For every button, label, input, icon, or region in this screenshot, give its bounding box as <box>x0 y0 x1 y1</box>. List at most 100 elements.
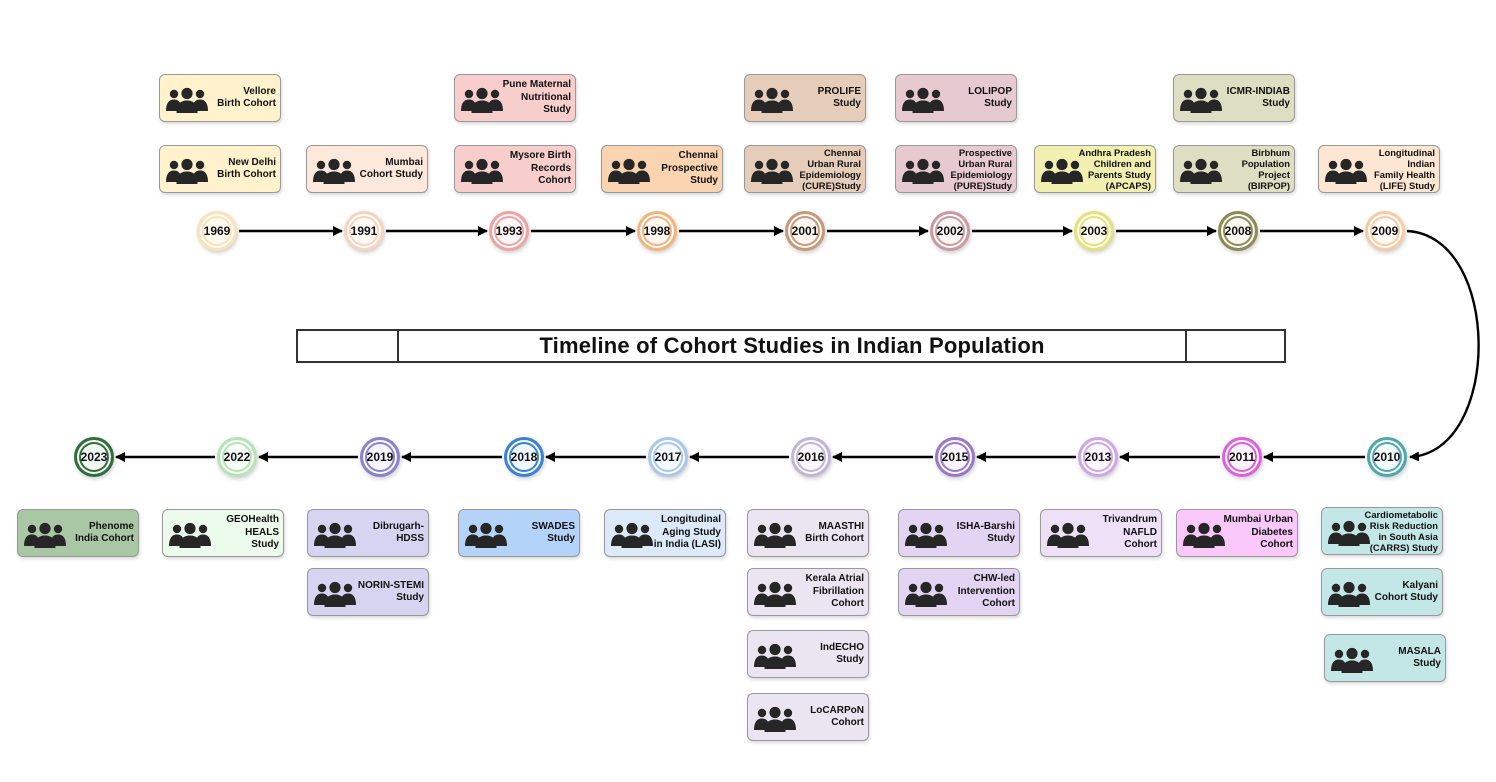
year-label: 1998 <box>643 224 671 238</box>
people-group-icon <box>754 581 796 607</box>
year-node-2023: 2023 <box>74 437 114 477</box>
study-label: ISHA-Barshi Study <box>956 520 1015 545</box>
people-group-icon <box>169 522 211 548</box>
people-group-icon <box>314 581 356 607</box>
people-group-icon <box>24 522 66 548</box>
people-group-icon <box>314 522 356 548</box>
people-group-icon <box>166 87 208 113</box>
people-group-icon <box>905 522 947 548</box>
year-node-1969: 1969 <box>197 211 237 251</box>
title-box: Timeline of Cohort Studies in Indian Pop… <box>296 329 1286 363</box>
year-node-2016: 2016 <box>791 437 831 477</box>
study-label: Chennai Prospective Study <box>661 150 718 187</box>
year-node-2003: 2003 <box>1074 211 1114 251</box>
title-box-left-cell <box>298 331 399 361</box>
year-label: 1993 <box>495 224 523 238</box>
study-card: Cardiometabolic Risk Reduction in South … <box>1321 507 1443 555</box>
year-label: 2010 <box>1373 450 1401 464</box>
study-label: Kerala Atrial Fibrillation Cohort <box>805 573 864 610</box>
year-label: 2016 <box>797 450 825 464</box>
people-group-icon <box>1180 87 1222 113</box>
year-label: 2011 <box>1228 450 1256 464</box>
study-label: LOLIPOP Study <box>968 85 1012 110</box>
year-label: 2002 <box>936 224 964 238</box>
people-group-icon <box>751 87 793 113</box>
people-group-icon <box>754 706 796 732</box>
study-card: Mumbai Cohort Study <box>306 145 428 193</box>
people-group-icon <box>166 158 208 184</box>
people-group-icon <box>314 581 356 607</box>
year-node-1991: 1991 <box>344 211 384 251</box>
people-group-icon <box>608 158 650 184</box>
study-label: Mumbai Urban Diabetes Cohort <box>1223 514 1293 551</box>
people-group-icon <box>754 643 796 669</box>
study-card: Longitudinal Aging Study in India (LASI) <box>604 509 726 557</box>
people-group-icon <box>1180 158 1222 184</box>
year-label: 1969 <box>203 224 231 238</box>
people-group-icon <box>166 158 208 184</box>
study-label: Mysore Birth Records Cohort <box>509 150 571 187</box>
study-card: Chennai Urban Rural Epidemiology (CURE)S… <box>744 145 866 193</box>
study-card: SWADES Study <box>458 509 580 557</box>
study-card: MAASTHI Birth Cohort <box>747 509 869 557</box>
people-group-icon <box>313 158 355 184</box>
study-card: NORIN-STEMI Study <box>307 568 429 616</box>
study-card: Prospective Urban Rural Epidemiology (PU… <box>895 145 1017 193</box>
year-node-2022: 2022 <box>217 437 257 477</box>
people-group-icon <box>1328 581 1370 607</box>
study-card: Dibrugarh- HDSS <box>307 509 429 557</box>
study-label: Vellore Birth Cohort <box>217 85 276 110</box>
people-group-icon <box>754 522 796 548</box>
people-group-icon <box>461 158 503 184</box>
study-label: MASALA Study <box>1398 645 1441 670</box>
study-card: LoCARPoN Cohort <box>747 693 869 741</box>
people-group-icon <box>1041 158 1083 184</box>
people-group-icon <box>461 87 503 113</box>
people-group-icon <box>166 87 208 113</box>
study-label: Longitudinal Aging Study in India (LASI) <box>653 514 721 551</box>
study-card: Vellore Birth Cohort <box>159 74 281 122</box>
people-group-icon <box>754 581 796 607</box>
year-label: 2001 <box>791 224 819 238</box>
people-group-icon <box>902 158 944 184</box>
study-card: Kalyani Cohort Study <box>1321 568 1443 616</box>
study-label: Andhra Pradesh Children and Parents Stud… <box>1078 146 1151 192</box>
year-node-2019: 2019 <box>360 437 400 477</box>
people-group-icon <box>754 522 796 548</box>
study-label: LoCARPoN Cohort <box>810 704 864 729</box>
study-card: Chennai Prospective Study <box>601 145 723 193</box>
study-card: Trivandrum NAFLD Cohort <box>1040 509 1162 557</box>
year-label: 2023 <box>80 450 108 464</box>
study-label: IndECHO Study <box>820 641 864 666</box>
title-box-right-cell <box>1185 331 1284 361</box>
year-node-2001: 2001 <box>785 211 825 251</box>
year-node-2002: 2002 <box>930 211 970 251</box>
study-label: Pune Maternal Nutritional Study <box>502 79 571 116</box>
diagram-title: Timeline of Cohort Studies in Indian Pop… <box>539 333 1045 358</box>
people-group-icon <box>1041 158 1083 184</box>
people-group-icon <box>1047 522 1089 548</box>
year-label: 2008 <box>1224 224 1252 238</box>
study-label: PROLIFE Study <box>817 85 861 110</box>
people-group-icon <box>1328 520 1370 546</box>
study-label: MAASTHI Birth Cohort <box>805 520 864 545</box>
year-node-2017: 2017 <box>648 437 688 477</box>
study-label: Chennai Urban Rural Epidemiology (CURE)S… <box>799 146 861 192</box>
study-card: Andhra Pradesh Children and Parents Stud… <box>1034 145 1156 193</box>
people-group-icon <box>754 706 796 732</box>
study-card: IndECHO Study <box>747 630 869 678</box>
year-label: 2018 <box>510 450 538 464</box>
people-group-icon <box>905 581 947 607</box>
year-label: 2017 <box>654 450 682 464</box>
people-group-icon <box>1331 647 1373 673</box>
people-group-icon <box>751 87 793 113</box>
study-card: ISHA-Barshi Study <box>898 509 1020 557</box>
study-card: PROLIFE Study <box>744 74 866 122</box>
year-label: 2003 <box>1080 224 1108 238</box>
people-group-icon <box>1183 522 1225 548</box>
people-group-icon <box>313 158 355 184</box>
year-label: 2022 <box>223 450 251 464</box>
people-group-icon <box>905 581 947 607</box>
study-label: New Delhi Birth Cohort <box>217 156 276 181</box>
